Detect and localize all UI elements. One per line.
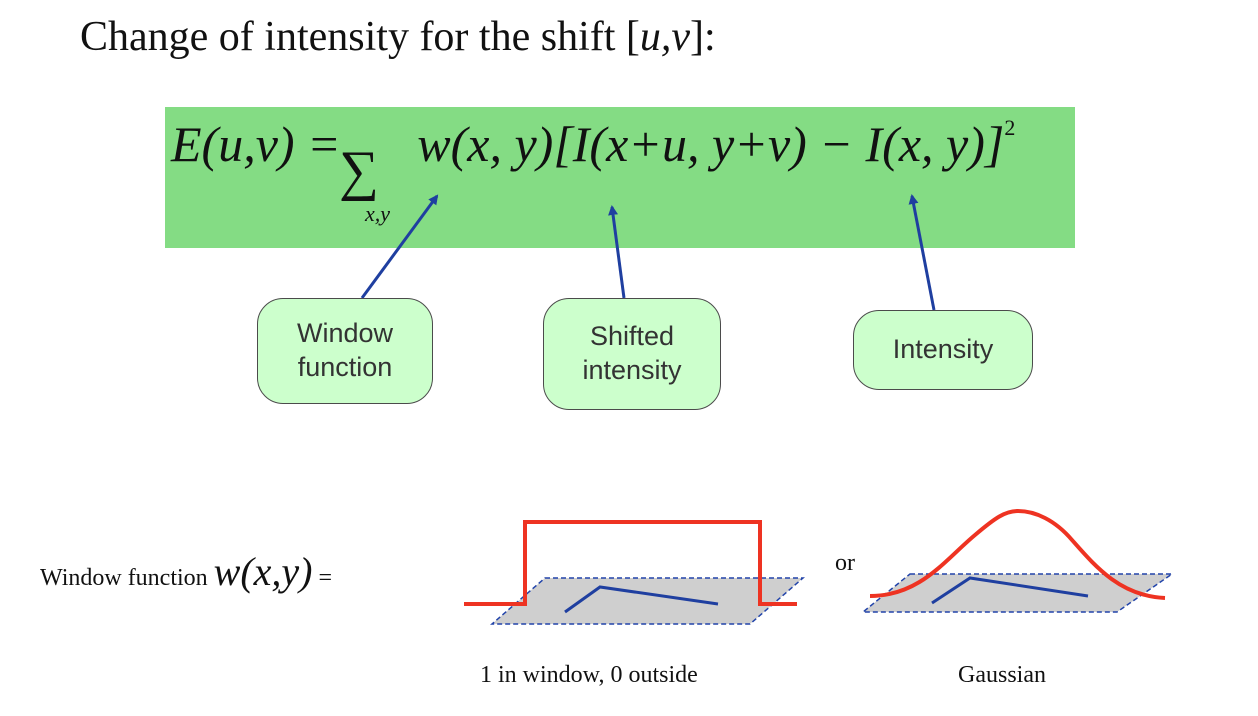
heading-text: Change of intensity for the shift [: [80, 14, 640, 60]
callout-intensity: Intensity: [853, 310, 1033, 390]
gaussian-window-plane: [860, 573, 1175, 613]
arrow-window: [360, 194, 439, 299]
box-window-curve: [464, 520, 797, 606]
summation-symbol: ∑: [339, 140, 379, 202]
window-function-label: Window function w(x,y) =: [40, 548, 332, 595]
arrow-shifted: [608, 205, 626, 299]
slide-heading: Change of intensity for the shift [u,v]:: [80, 12, 716, 62]
formula-box: E(u,v) = w(x, y)[I(x+u, y+v) − I(x, y)]2…: [165, 107, 1075, 248]
heading-vars: u,v: [639, 14, 691, 60]
box-window-plane: [489, 577, 806, 625]
or-label: or: [835, 550, 855, 576]
window-function-eq: =: [312, 565, 333, 591]
summation-subscript: x,y: [365, 201, 391, 226]
box-window-caption: 1 in window, 0 outside: [480, 662, 698, 688]
heading-suffix: ]:: [690, 14, 716, 60]
callout-shifted-line-2: intensity: [582, 355, 682, 385]
window-function-text: Window function: [40, 565, 214, 591]
energy-formula: E(u,v) = w(x, y)[I(x+u, y+v) − I(x, y)]2: [171, 116, 1015, 172]
window-function-math: w(x,y): [213, 549, 313, 594]
callout-window-line-1: Window: [296, 318, 394, 349]
formula-lhs: E(u,v) =: [171, 116, 354, 172]
arrow-intensity: [908, 194, 936, 311]
callout-shifted-line-1: Shifted: [589, 321, 675, 352]
gaussian-caption: Gaussian: [958, 662, 1046, 688]
gaussian-surface-line: [931, 576, 1089, 605]
gaussian-curve: [869, 508, 1166, 600]
box-window-surface-line: [564, 585, 719, 614]
formula-body: w(x, y)[I(x+u, y+v) − I(x, y)]: [417, 116, 1005, 172]
formula-exponent: 2: [1004, 115, 1016, 140]
callout-window-line-2: function: [297, 352, 393, 382]
